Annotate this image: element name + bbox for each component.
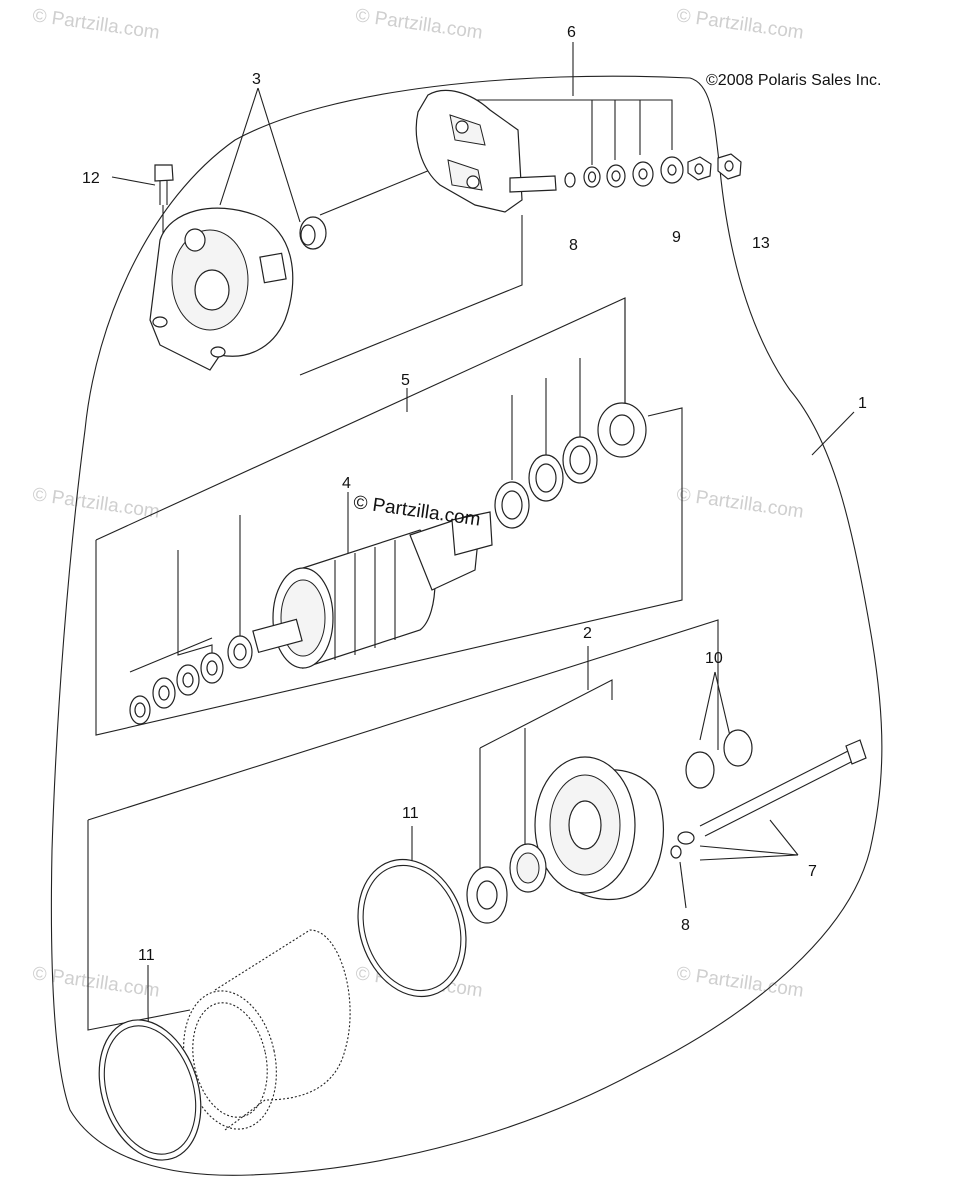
callout-11-lower: 11 xyxy=(138,947,155,964)
callout-2: 2 xyxy=(583,625,592,642)
leader-10 xyxy=(699,671,731,741)
leader-12 xyxy=(111,176,156,186)
callout-4: 4 xyxy=(342,475,351,492)
hardware-row-6 xyxy=(564,153,742,188)
rear-cover-part xyxy=(149,207,294,371)
leader-7 xyxy=(699,819,799,861)
group-2-bracket xyxy=(87,619,719,1031)
armature-part xyxy=(252,511,493,669)
group-5-bracket xyxy=(95,407,683,736)
through-bolt-7 xyxy=(670,739,867,859)
bolt-12-part xyxy=(154,164,174,205)
callout-8-upper: 8 xyxy=(569,237,578,254)
callout-10: 10 xyxy=(705,650,723,667)
washers-group-5-upper xyxy=(494,402,647,529)
o-ring-11-lower xyxy=(98,1019,202,1161)
bearing-part xyxy=(466,843,547,924)
leader-3 xyxy=(219,87,301,223)
callout-8-lower: 8 xyxy=(681,917,690,934)
callout-12: 12 xyxy=(82,170,100,187)
leader-5-lower xyxy=(129,637,213,673)
callout-1: 1 xyxy=(858,395,867,412)
leader-8-lower xyxy=(679,861,687,909)
callout-3: 3 xyxy=(252,71,261,88)
leader-brush-plate xyxy=(299,215,523,376)
front-cover-part xyxy=(534,756,665,901)
yoke-housing-part xyxy=(183,929,351,1131)
o-rings-10 xyxy=(685,729,753,789)
callout-7: 7 xyxy=(808,863,817,880)
callout-6: 6 xyxy=(567,24,576,41)
leader-bushing xyxy=(319,169,431,216)
leader-2 xyxy=(479,646,613,870)
washers-group-5-lower xyxy=(129,635,253,725)
o-ring-11-upper xyxy=(357,858,467,998)
leader-1 xyxy=(811,411,855,456)
callout-11-upper: 11 xyxy=(402,805,419,822)
callout-5: 5 xyxy=(401,372,410,389)
brush-holder-part xyxy=(415,89,557,213)
copyright-notice: ©2008 Polaris Sales Inc. xyxy=(706,72,882,89)
leader-5 xyxy=(177,298,626,660)
callout-9: 9 xyxy=(672,229,681,246)
callout-13: 13 xyxy=(752,235,770,252)
bushing-part xyxy=(299,216,327,250)
